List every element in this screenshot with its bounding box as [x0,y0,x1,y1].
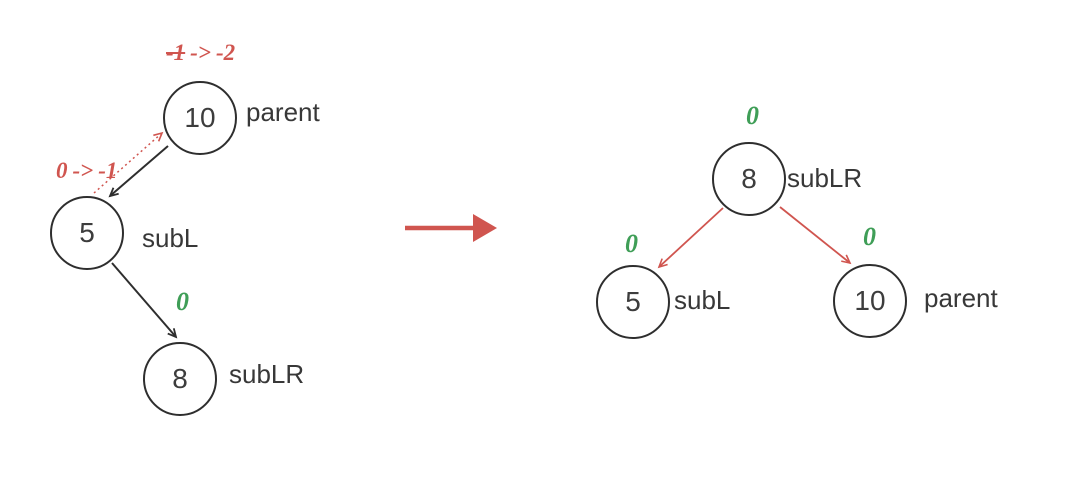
edge-parent-to-subl [108,145,169,198]
right-tree-root-label: subLR [787,163,863,193]
parent-balance-old: -1 [166,40,186,65]
edge-subl-to-sublr [111,262,178,339]
parent-balance-annotation: -1 -> -2 [166,40,235,66]
right-tree-root-balance: 0 [746,101,759,130]
left-tree-sublr-node: 8 [143,342,217,416]
left-tree-parent-node: 10 [163,81,237,155]
parent-balance-new: -2 [215,40,236,65]
subl-balance-new: -1 [98,158,118,183]
right-tree-left-label: subL [674,285,731,315]
right-tree-right-label: parent [924,283,998,313]
left-tree-sublr-balance: 0 [176,287,189,316]
edge-root-to-right [779,206,852,265]
left-tree-parent-label: parent [246,97,320,127]
transform-arrow [405,214,497,242]
transform-arrow-head [473,214,497,242]
subl-balance-annotation: 0 -> -1 [56,158,117,184]
parent-balance-arrow-text: -> [190,40,211,65]
subl-balance-arrow-text: -> [72,158,94,183]
right-tree-left-node: 5 [596,265,670,339]
left-tree-subl-label: subL [142,223,199,253]
left-tree-subl-node: 5 [50,196,124,270]
right-tree-root-node: 8 [712,142,786,216]
right-tree-right-node: 10 [833,264,907,338]
edge-root-to-left [657,207,724,269]
left-tree-sublr-label: subLR [229,359,305,389]
right-tree-left-balance: 0 [625,229,638,258]
subl-balance-old: 0 [56,158,68,183]
right-tree-right-balance: 0 [863,222,876,251]
